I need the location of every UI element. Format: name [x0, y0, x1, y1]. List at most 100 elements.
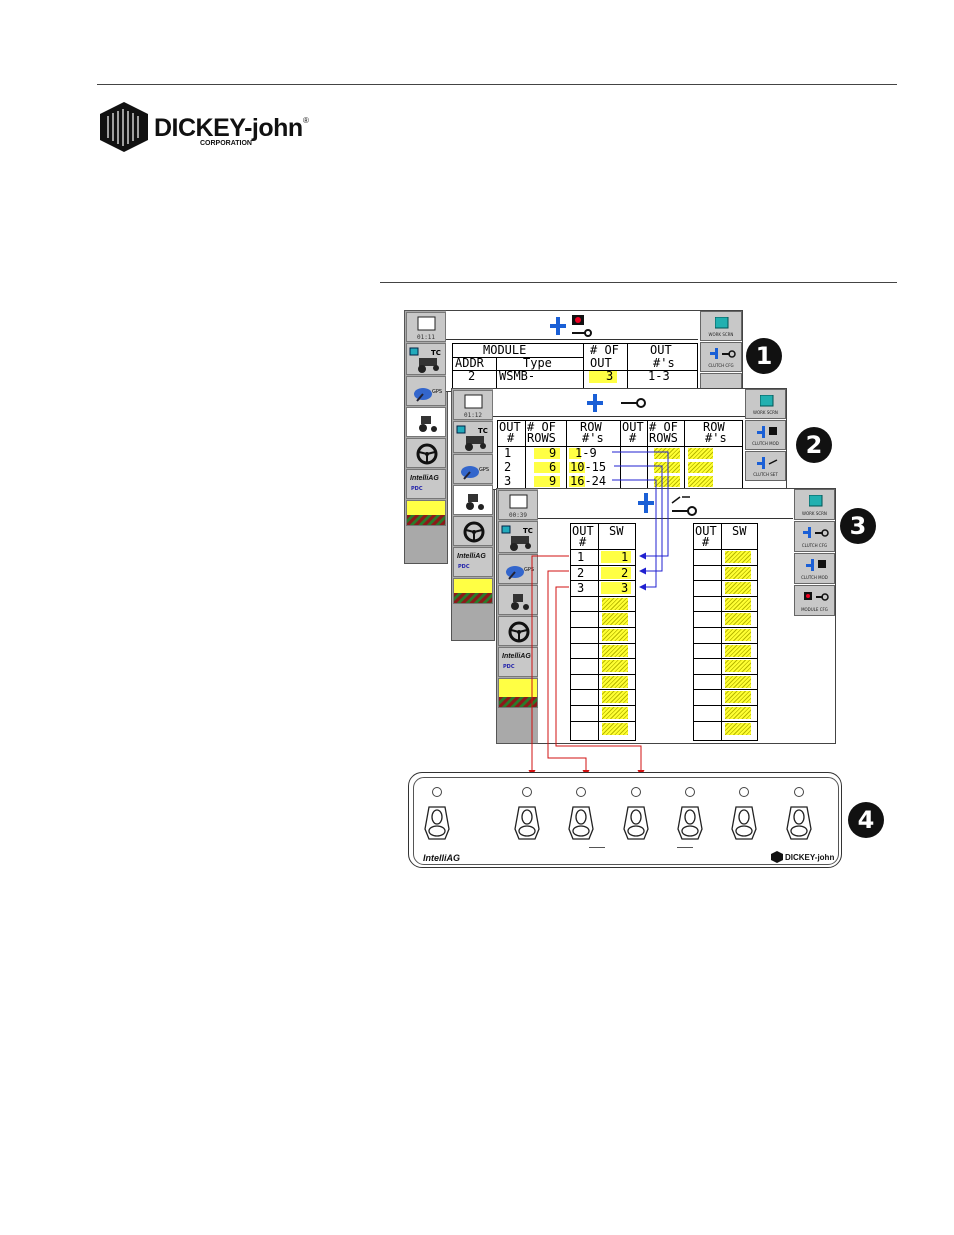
switch-box: IntelliAG DICKEY-john — [408, 772, 842, 868]
tractor-tc-icon: TC — [501, 525, 533, 551]
switch-row-empty — [725, 660, 751, 672]
table-row-divider — [694, 549, 757, 550]
pdc-label: PDC — [503, 664, 515, 670]
screen1-intelliag-button[interactable] — [406, 500, 446, 526]
toggle-switch-3-icon[interactable] — [567, 803, 595, 843]
screen3-tc-button[interactable]: TC — [498, 521, 538, 553]
right-hdr-out: OUT — [695, 524, 717, 538]
screen1-tc-button[interactable]: TC — [406, 343, 446, 375]
screen2-tc-button[interactable]: TC — [453, 421, 493, 453]
switch-row-empty — [725, 707, 751, 719]
col-out-header-2: #'s — [653, 356, 675, 370]
hdr-rows-b-2: ROWS — [649, 431, 678, 445]
switch-row-sw: 1 — [621, 550, 629, 564]
screen1-work-screen-button[interactable]: WORK SCRN — [700, 311, 742, 341]
row2-range: 10-15 — [570, 460, 607, 474]
toggle-switch-2-icon[interactable] — [513, 803, 541, 843]
switch-row-empty — [602, 598, 628, 610]
screen2-intelliag-button[interactable] — [453, 578, 493, 604]
screen2-steering-button[interactable] — [453, 516, 493, 546]
screen3-intelliag-button[interactable] — [498, 678, 538, 708]
stripes-icon — [454, 593, 492, 603]
registered-mark: ® — [303, 116, 309, 125]
screen3-clutch-mod-button[interactable]: CLUTCH MOD — [794, 553, 835, 584]
clutch-mod-label: CLUTCH MOD — [752, 441, 779, 446]
screen1-clutch-cfg-button[interactable]: CLUTCH CFG — [700, 342, 742, 372]
tractor-tc-icon: TC — [456, 425, 488, 451]
switch-row-sw: 2 — [621, 566, 629, 580]
module-out-range: 1-3 — [648, 369, 670, 383]
screen2-tractor-button[interactable] — [453, 485, 493, 515]
module-num-outputs-field[interactable] — [589, 371, 617, 383]
left-hdr-out-2: # — [579, 535, 587, 549]
row1-range-field[interactable] — [569, 448, 581, 459]
screen3-steering-button[interactable] — [498, 616, 538, 646]
toggle-switch-1-icon[interactable] — [423, 803, 451, 843]
switch-row-sw-field[interactable] — [601, 582, 631, 594]
switch-led-3 — [576, 787, 586, 797]
module-wrench-icon — [804, 592, 829, 601]
toggle-switch-4-icon[interactable] — [622, 803, 650, 843]
screen3-tractor-button[interactable] — [498, 585, 538, 615]
table-divider — [721, 524, 722, 740]
screen3-gps-button[interactable]: GPS — [498, 554, 538, 584]
table-row-divider — [694, 721, 757, 722]
screen1-gps-button[interactable]: GPS — [406, 376, 446, 406]
row2-range-field[interactable] — [569, 462, 585, 473]
screen3-clock-button[interactable]: 00:39 — [498, 490, 538, 520]
switch-row-sw-field[interactable] — [601, 567, 631, 579]
grid-screen-icon — [809, 495, 823, 507]
toggle-switch-5-icon[interactable] — [676, 803, 704, 843]
row3-range-field[interactable] — [569, 476, 585, 487]
row1-num: 9 — [549, 446, 557, 460]
screen2-pdc-button[interactable]: IntelliAG PDC — [453, 547, 493, 577]
hdr-rows-2: ROWS — [527, 431, 556, 445]
screen3-clock: 00:39 — [508, 512, 528, 519]
callout-badge-4: 4 — [848, 802, 884, 838]
screen1-steering-button[interactable] — [406, 438, 446, 468]
screen3-main: WORK SCRN CLUTCH CFG CLUTCH MOD MODULE C… — [538, 488, 836, 744]
toggle-switch-6-icon[interactable] — [730, 803, 758, 843]
row2-num-field[interactable] — [534, 462, 560, 473]
right-hdr-sw: SW — [732, 524, 747, 538]
switch-led-5 — [685, 787, 695, 797]
switch-row-sw-field[interactable] — [601, 551, 631, 563]
screen2-clutch-mod-button[interactable]: CLUTCH MOD — [745, 420, 786, 450]
row1-range: 1-9 — [575, 446, 597, 460]
grid-screen-icon — [715, 317, 729, 329]
switch-led-2 — [522, 787, 532, 797]
screen1-tractor-button[interactable] — [406, 407, 446, 437]
hdr-row-2: #'s — [582, 431, 604, 445]
callout-badge-2: 2 — [796, 427, 832, 463]
toggle-switch-7-icon[interactable] — [785, 803, 813, 843]
screen3-work-screen-button[interactable]: WORK SCRN — [794, 489, 835, 520]
intelliag-label: IntelliAG — [410, 475, 439, 482]
screen1-pdc-button[interactable]: IntelliAG PDC — [406, 469, 446, 499]
row1-empty-range — [688, 448, 713, 459]
col-type-header: Type — [523, 356, 552, 370]
screen2-clock-button[interactable]: 01:12 — [453, 390, 493, 420]
screen2-gps-button[interactable]: GPS — [453, 454, 493, 484]
row1-num-field[interactable] — [534, 448, 560, 459]
switch-row-empty — [725, 629, 751, 641]
svg-text:GPS: GPS — [432, 389, 442, 395]
screen1-clock-button[interactable]: 01:11 — [406, 312, 446, 342]
screen2-clutch-set-button[interactable]: CLUTCH SET — [745, 451, 786, 481]
screen3-pdc-button[interactable]: IntelliAG PDC — [498, 647, 538, 677]
screen1-main: WORK SCRN CLUTCH CFG MODULE # OF OUT ADD… — [446, 310, 743, 392]
row3-num-field[interactable] — [534, 476, 560, 487]
switch-row-out: 3 — [577, 581, 585, 595]
grid-screen-icon — [760, 395, 774, 407]
row-table: OUT # # OF ROWS ROW #'s OUT # # OF ROWS … — [497, 420, 743, 490]
switch-row-empty — [725, 676, 751, 688]
svg-text:GPS: GPS — [479, 467, 489, 473]
table-divider — [598, 524, 599, 740]
clutch-module-icon — [550, 315, 592, 337]
screen3-clutch-cfg-button[interactable]: CLUTCH CFG — [794, 521, 835, 552]
switch-row-empty — [725, 567, 751, 579]
screen3-module-cfg-button[interactable]: MODULE CFG — [794, 585, 835, 616]
table-divider — [684, 421, 685, 490]
table-row-divider — [571, 689, 635, 690]
screen2-work-screen-button[interactable]: WORK SCRN — [745, 389, 786, 419]
